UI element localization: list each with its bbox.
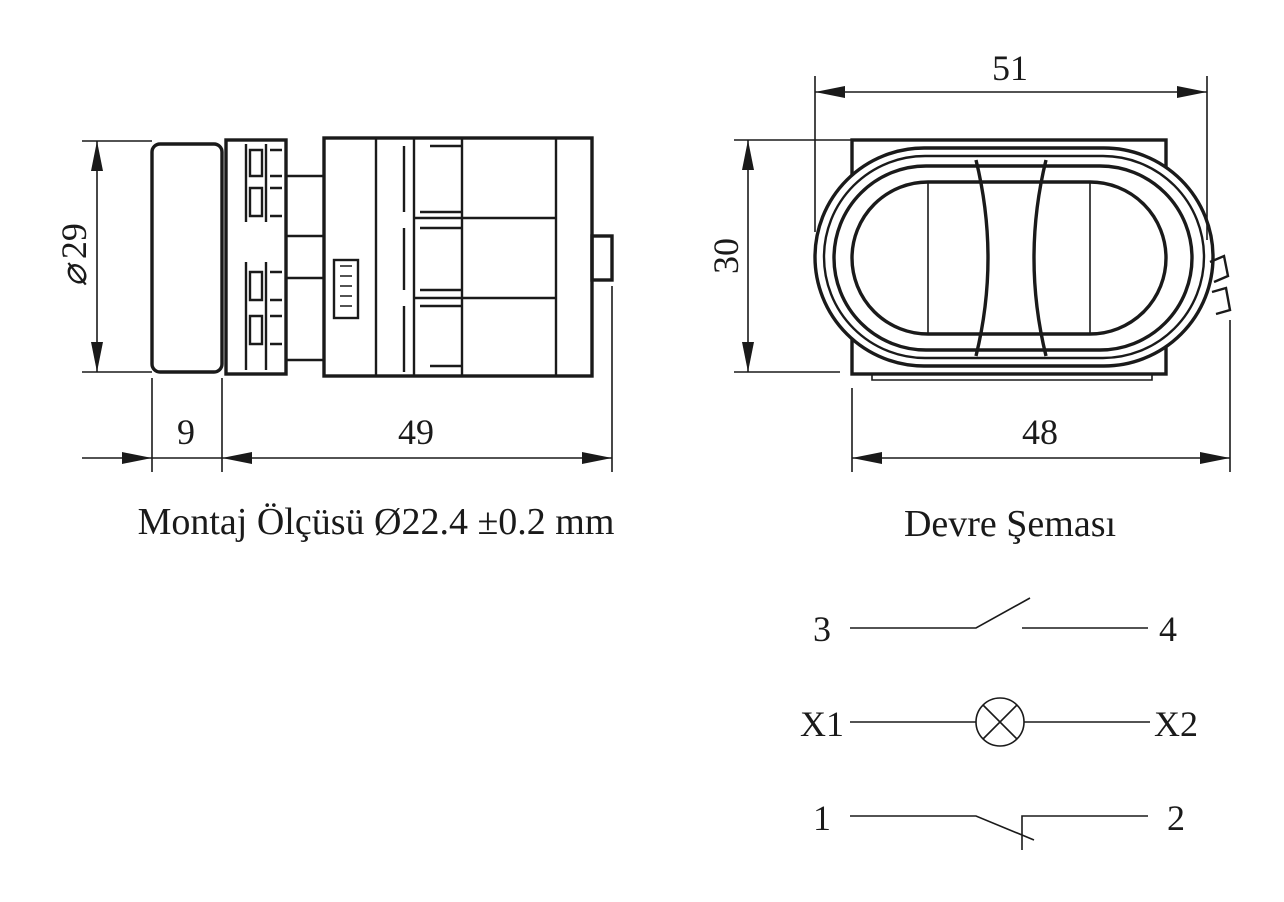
- arrow-48-left: [852, 452, 882, 464]
- arrow-49-left: [222, 452, 252, 464]
- body-depth-label: 49: [398, 412, 434, 452]
- middle-oval: [832, 164, 1194, 352]
- rear-terminal: [590, 234, 614, 282]
- outer-oval-inner: [822, 154, 1206, 360]
- contact-block-outline: [322, 136, 594, 378]
- inner-oval: [850, 180, 1168, 336]
- bezel-depth-label: 9: [177, 412, 195, 452]
- circuit-diagram: Devre Şeması 3 4 X1 X2 1 2: [800, 503, 1198, 850]
- lamp-cross-icon: [975, 697, 1025, 747]
- diameter-label: ⌀29: [54, 223, 94, 287]
- base-width-label: 48: [1022, 412, 1058, 452]
- terminal-4: 4: [1159, 609, 1177, 649]
- arrow-48-right: [1200, 452, 1230, 464]
- arrow-30-up: [742, 140, 754, 170]
- lamp-circuit: X1 X2: [800, 697, 1198, 747]
- collar-teeth: [244, 144, 282, 370]
- arrow-9-left: [122, 452, 152, 464]
- bezel-outline: [150, 142, 224, 374]
- outer-oval: [813, 146, 1215, 368]
- latch-outline: [332, 258, 360, 320]
- no-contact: 3 4: [813, 597, 1177, 649]
- height-label: 30: [706, 238, 746, 274]
- side-tab: [1209, 254, 1232, 316]
- divider-left: [974, 159, 990, 357]
- circuit-title: Devre Şeması: [904, 503, 1116, 545]
- nc-contact-lines: [850, 815, 1148, 850]
- depth-extension-lines: [151, 286, 613, 472]
- mounting-caption: Montaj Ölçüsü Ø22.4 ±0.2 mm: [138, 501, 615, 543]
- arrow-51-right: [1177, 86, 1207, 98]
- arrow-up: [91, 141, 103, 171]
- arrow-51-left: [815, 86, 845, 98]
- terminal-2: 2: [1167, 798, 1185, 838]
- diameter-extension-lines: [82, 140, 152, 373]
- width-extension-lines: [814, 76, 1208, 240]
- divider-right: [1032, 159, 1048, 357]
- terminal-1: 1: [813, 798, 831, 838]
- no-contact-lines: [850, 597, 1148, 629]
- face-lines: [927, 182, 1091, 334]
- front-view: 51 30 48: [706, 48, 1232, 472]
- arrow-49-right: [582, 452, 612, 464]
- terminal-x1: X1: [800, 704, 844, 744]
- contact-block-details: [374, 138, 558, 376]
- height-extension-lines: [734, 139, 852, 373]
- arrow-30-down: [742, 342, 754, 372]
- stem-lines: [286, 174, 324, 362]
- terminal-3: 3: [813, 609, 831, 649]
- collar-outline: [224, 138, 288, 376]
- arrow-down: [91, 342, 103, 372]
- side-view: ⌀29 9 49 Montaj Ölçüsü Ø22.4 ±0.2 mm: [54, 136, 615, 543]
- terminal-x2: X2: [1154, 704, 1198, 744]
- total-width-label: 51: [992, 48, 1028, 88]
- nc-contact: 1 2: [813, 798, 1185, 850]
- latch-knurl: [340, 265, 352, 307]
- base-foot: [871, 374, 1153, 381]
